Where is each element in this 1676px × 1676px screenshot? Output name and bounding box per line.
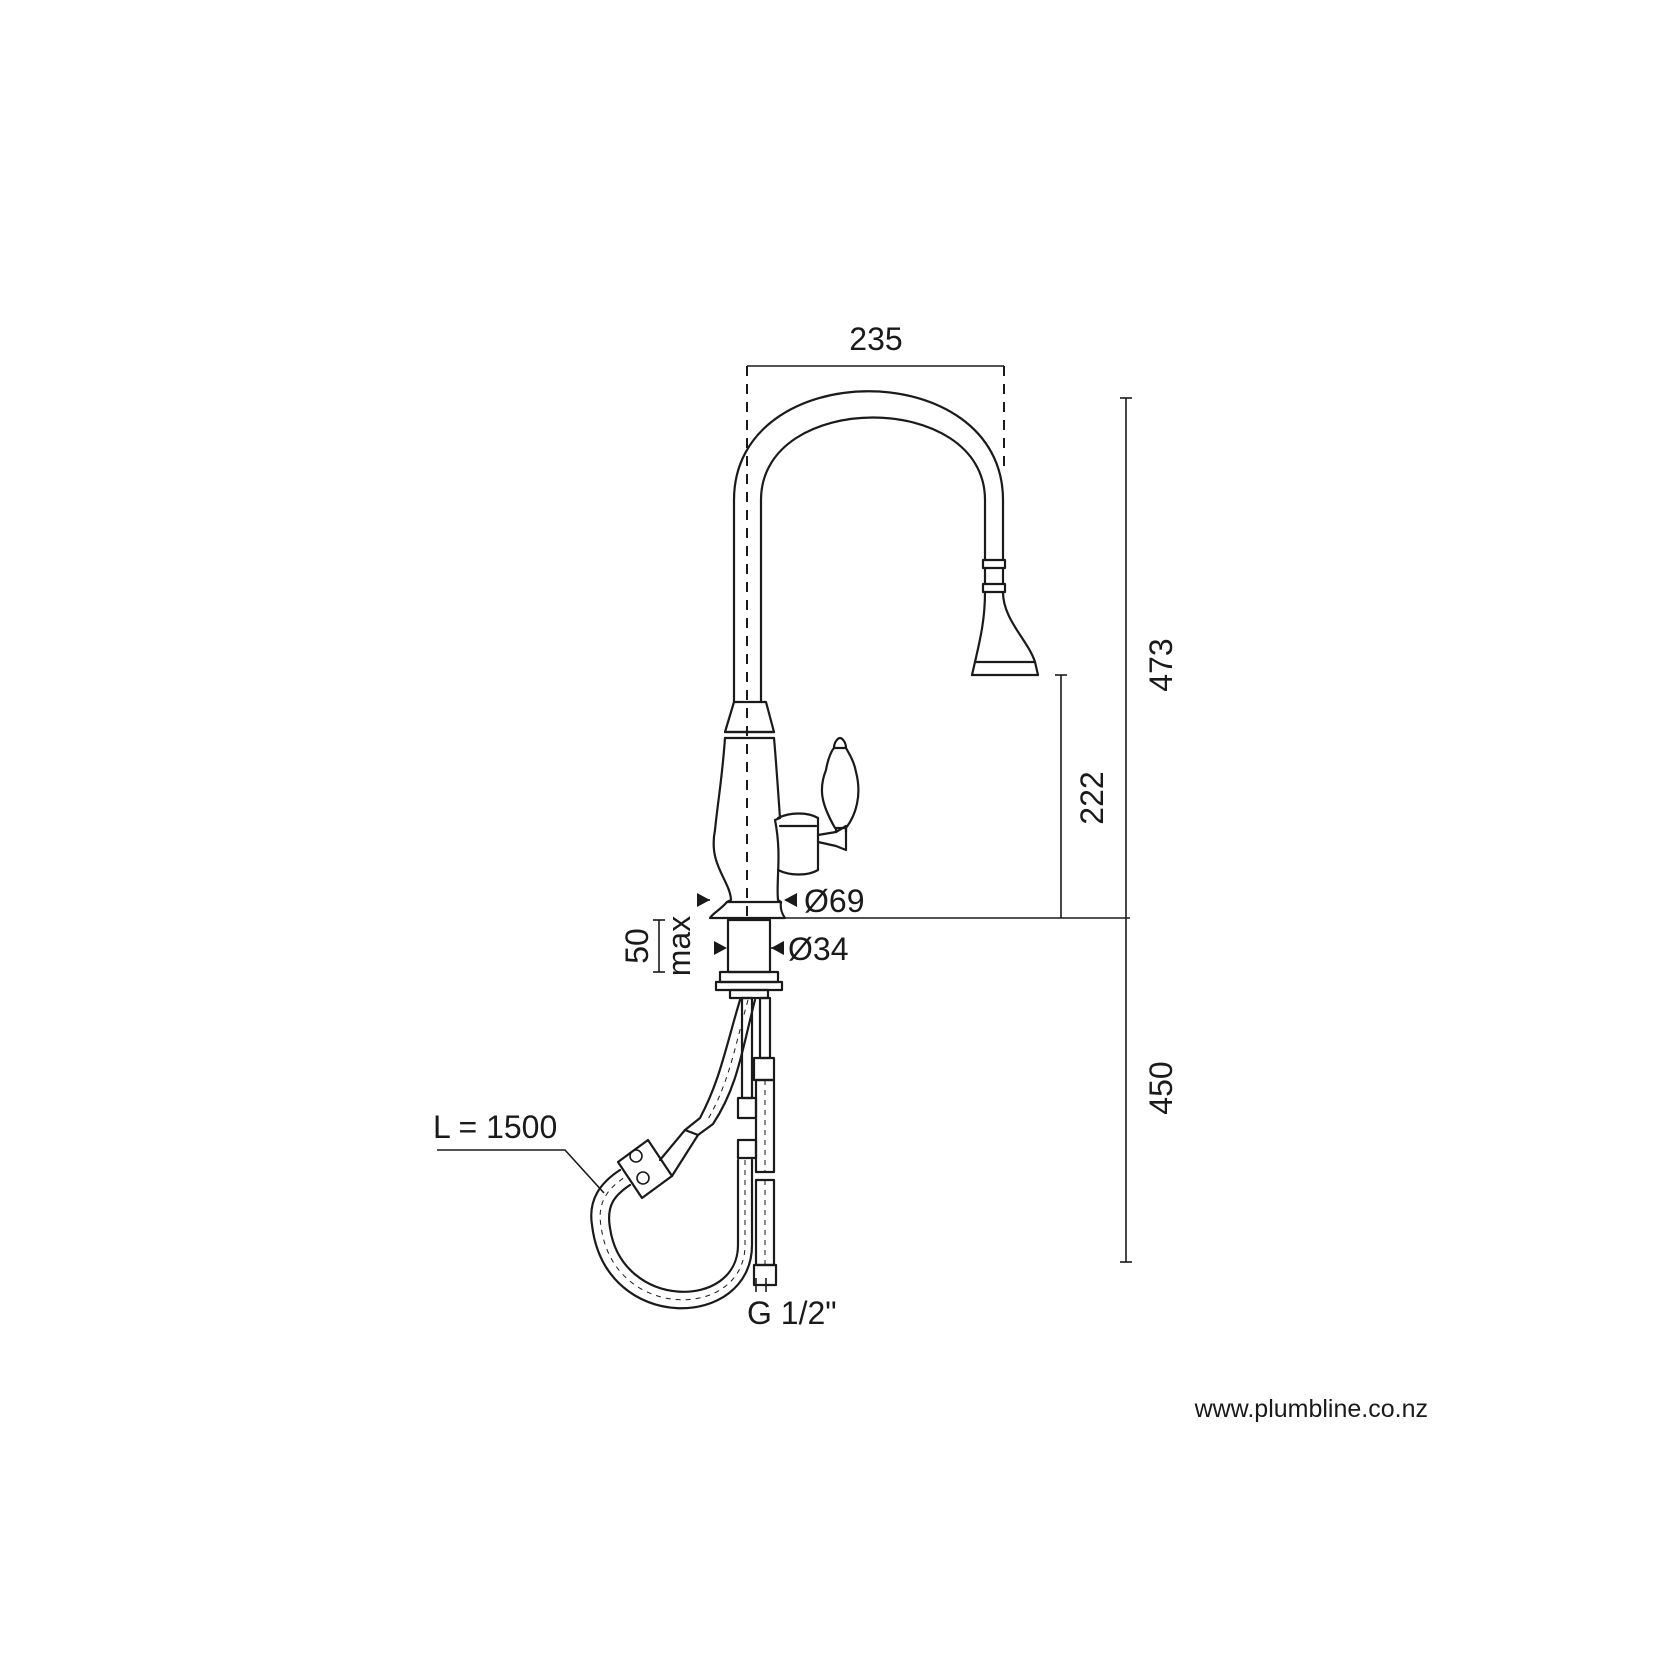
- spout-ring-body: [983, 566, 1005, 586]
- lever-tip: [832, 736, 848, 750]
- spout-ring: [981, 558, 1007, 570]
- spout-inner: [759, 416, 987, 704]
- dimension-below-deck: 450: [1120, 918, 1179, 1263]
- lever-handle: [816, 824, 848, 852]
- lever-neck: [834, 824, 848, 834]
- tail-fitting: [752, 1056, 776, 1082]
- shank-assembly: [714, 918, 784, 1000]
- arrow-left: [784, 893, 797, 907]
- dimension-label: Ø34: [788, 931, 848, 967]
- dimension-label: 473: [1143, 638, 1179, 691]
- shank: [726, 918, 772, 974]
- dimension-label: 450: [1143, 1061, 1179, 1114]
- lever-porcelain: [820, 746, 860, 830]
- shank-tail: [728, 988, 770, 1000]
- dimension-shank-diameter: Ø34: [714, 931, 848, 967]
- quick-connector: [616, 1138, 674, 1200]
- tail-pipe: [758, 996, 772, 1060]
- upper-collar: [723, 700, 776, 734]
- dimension-label: 50: [619, 928, 655, 964]
- hose-loop-inner: [607, 1158, 740, 1293]
- hose-braid: [706, 999, 749, 1122]
- dimension-outlet-height: 222: [1055, 674, 1110, 918]
- dimension-base-diameter: Ø69: [697, 883, 864, 919]
- spout-outer: [732, 390, 1005, 704]
- dimension-unit: max: [661, 916, 697, 976]
- dimension-label: L = 1500: [433, 1109, 557, 1145]
- mounting-washer: [714, 980, 784, 992]
- connector-screw: [636, 1171, 650, 1185]
- lever-hub: [776, 812, 820, 876]
- hose-loop-outer: [590, 1158, 754, 1310]
- dimension-label: G 1/2": [747, 1295, 837, 1331]
- dimension-label: 235: [849, 321, 902, 357]
- mounting-nut: [718, 970, 780, 984]
- connector-screw: [629, 1149, 643, 1163]
- dimension-spout-reach: 235: [747, 321, 1004, 367]
- website-url: www.plumbline.co.nz: [1194, 1395, 1428, 1423]
- dimension-label: 222: [1074, 771, 1110, 824]
- spray-head: [973, 590, 1037, 664]
- tail-fitting: [736, 1138, 758, 1160]
- main-body: [712, 736, 783, 904]
- supply-lines: [590, 996, 778, 1310]
- tail-nut: [752, 1263, 778, 1287]
- connector-tail: [658, 1128, 700, 1178]
- spray-head-rim: [970, 660, 1040, 677]
- pull-out-hose: [696, 998, 757, 1137]
- dimension-label: Ø69: [804, 883, 864, 919]
- dimension-total-height: 473: [1120, 397, 1179, 918]
- tail-fitting: [736, 1096, 758, 1120]
- dimension-hose-length: L = 1500: [433, 1109, 605, 1194]
- pull-out-hose: [683, 998, 742, 1132]
- faucet-outline: [708, 390, 1040, 920]
- spout-ring: [981, 582, 1007, 594]
- dimension-deck-thickness: 50 max: [619, 916, 697, 976]
- dimension-connection-thread: G 1/2": [747, 1278, 837, 1331]
- arrow-right: [714, 941, 727, 955]
